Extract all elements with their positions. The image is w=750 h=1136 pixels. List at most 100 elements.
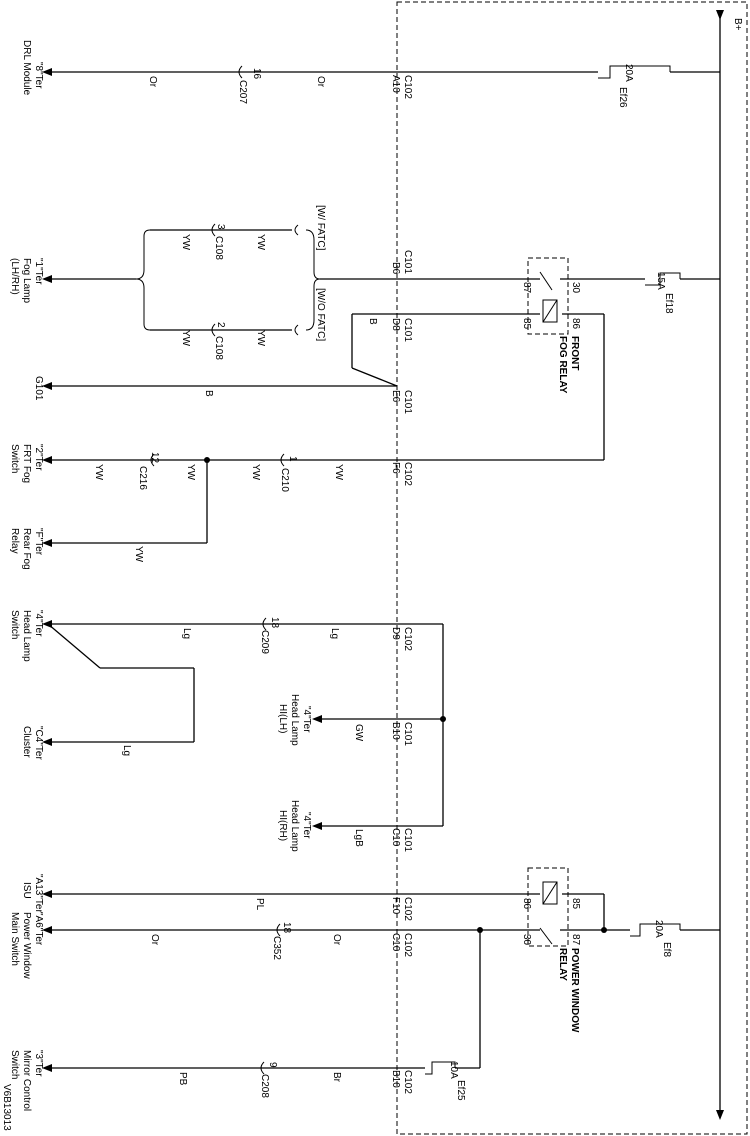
dest-mirror-ter: "3"Ter xyxy=(33,1050,44,1077)
dest-hi-lh-name: Head Lamp xyxy=(289,694,300,746)
fuse-ef26 xyxy=(598,65,671,79)
wire-yw-3: YW xyxy=(180,234,191,251)
wire-lg-2: Lg xyxy=(181,628,192,639)
conn-c208-name: C208 xyxy=(259,1074,270,1098)
wire-yw-7: YW xyxy=(185,464,196,481)
connector-c108-b xyxy=(211,323,216,337)
dest-drl-ter: "8"Ter xyxy=(33,62,44,89)
conn-c101-e6-name: C101 xyxy=(402,390,413,414)
connector-c108-a xyxy=(211,223,216,237)
dest-frt-fog-type: Switch xyxy=(9,444,20,473)
dest-pw-switch-name: Power Window xyxy=(21,912,32,979)
power-window-circuit: 20A Ef8 C102 F10 PL "A13"Ter ISU C102 C1… xyxy=(9,874,720,1111)
wire-yw-6: YW xyxy=(250,464,261,481)
dest-drl-name: DRL Module xyxy=(21,40,32,96)
dest-isu-name: ISU xyxy=(21,882,32,899)
pw-relay-title-1: POWER WINDOW xyxy=(569,948,580,1033)
pw-relay-pin-85: 85 xyxy=(570,898,581,910)
fog-relay-coil-circuit: B C101 D8 C101 E6 B G101 C102 F6 YW 1 C2… xyxy=(9,313,605,570)
fuse-ef25-name: Ef25 xyxy=(455,1080,466,1101)
wire-yw-1: YW xyxy=(255,234,266,251)
connector-c208 xyxy=(260,1061,265,1075)
conn-c216-name: C216 xyxy=(137,466,148,490)
conn-c102-d9-pin: D9 xyxy=(390,627,401,640)
dest-hi-lh-ter: "4"Ter xyxy=(301,706,312,733)
conn-c210-pin: 1 xyxy=(287,456,298,462)
dest-pw-switch-ter: "A6"Ter xyxy=(33,912,44,946)
fog-relay-pin-86: 86 xyxy=(570,318,581,330)
fog-relay-pin-87: 87 xyxy=(521,282,532,294)
dest-rear-fog-name: Rear Fog xyxy=(21,528,32,570)
conn-c101-d8-name: C101 xyxy=(402,318,413,342)
connector-c352 xyxy=(276,923,281,937)
conn-c102-f10-pin: F10 xyxy=(390,897,401,915)
wire-gw: GW xyxy=(353,724,364,742)
wire-yw-4: YW xyxy=(180,330,191,347)
wire-b-2: B xyxy=(203,390,214,397)
fuse-ef25 xyxy=(425,1061,456,1075)
wire-color-or: Or xyxy=(315,76,326,88)
conn-c108b-pin: 2 xyxy=(215,322,226,328)
conn-c101-d8-pin: D8 xyxy=(390,318,401,331)
head-lamp-circuit: C102 D9 Lg 18 C209 Lg "4"Ter Head Lamp S… xyxy=(9,610,446,852)
conn-c101-b10-pin: B10 xyxy=(390,722,401,740)
conn-c102-a10-name: C102 xyxy=(402,75,413,99)
fuse-ef18-rating: 15A xyxy=(655,272,666,290)
conn-c352-name: C352 xyxy=(271,936,282,960)
fog-relay-pin-85: 85 xyxy=(521,318,532,330)
conn-c102-d9-name: C102 xyxy=(402,627,413,651)
b-plus-bus: B+ xyxy=(716,10,743,1120)
wire-lg-3: Lg xyxy=(121,745,132,756)
wire-yw-9: YW xyxy=(133,546,144,563)
dest-frt-fog-ter: "2"Ter xyxy=(33,444,44,471)
fog-relay-pin-30: 30 xyxy=(570,282,581,294)
conn-c101-b10-name: C101 xyxy=(402,722,413,746)
conn-c101-c10-name: C101 xyxy=(402,828,413,852)
conn-c101-b6-pin: B6 xyxy=(390,262,401,275)
power-window-relay: 85 86 30 87 POWER WINDOW RELAY xyxy=(521,867,581,1033)
conn-c101-c10-pin: C10 xyxy=(390,828,401,847)
conn-c102-f6-pin: F6 xyxy=(390,462,401,474)
fuse-ef18-name: Ef18 xyxy=(663,293,674,314)
conn-c207-pin: 16 xyxy=(251,68,262,80)
conn-c208-pin: 9 xyxy=(267,1062,278,1068)
connector-c207 xyxy=(238,65,243,79)
pw-relay-pin-86: 86 xyxy=(521,898,532,910)
option-wo-fatc: [W/O FATC] xyxy=(315,288,326,341)
wire-or-pw-1: Or xyxy=(331,934,342,946)
wire-b-1: B xyxy=(367,318,378,325)
fuse-ef8 xyxy=(630,923,681,937)
conn-c102-b10-pin: B10 xyxy=(390,1070,401,1088)
dest-mirror-name: Mirror Control xyxy=(21,1050,32,1111)
dest-rear-fog-type: Relay xyxy=(9,528,20,554)
conn-c216-pin: 12 xyxy=(149,452,160,464)
pw-relay-pin-87: 87 xyxy=(570,934,581,946)
fog-lamp-circuit: 15A Ef18 C101 B6 [W/ FATC] [W/O FATC] YW… xyxy=(9,205,720,360)
dest-head-sw-name: Head Lamp xyxy=(21,610,32,662)
conn-c101-e6-pin: E6 xyxy=(390,390,401,403)
wire-or-pw-2: Or xyxy=(149,934,160,946)
dest-rear-fog-ter: "F"Ter xyxy=(33,528,44,556)
conn-c102-f10-name: C102 xyxy=(402,897,413,921)
fog-relay-title-2: FOG RELAY xyxy=(557,336,568,394)
compartment-boundary xyxy=(396,1,748,1135)
dest-head-sw-type: Switch xyxy=(9,610,20,639)
wire-lg-1: Lg xyxy=(329,628,340,639)
option-w-fatc: [W/ FATC] xyxy=(315,205,326,251)
conn-c108a-pin: 3 xyxy=(215,224,226,230)
drl-circuit: 20A Ef26 C102 A10 Or 16 C207 Or "8"Ter D… xyxy=(21,40,720,108)
wire-yw-8: YW xyxy=(93,464,104,481)
conn-c352-pin: 18 xyxy=(281,922,292,934)
wire-pb: PB xyxy=(177,1072,188,1086)
dest-fog-lamp-name: Fog Lamp xyxy=(21,258,32,303)
wire-yw-2: YW xyxy=(255,330,266,347)
dest-fog-lamp-side: (LH/RH) xyxy=(9,258,20,295)
b-plus-label: B+ xyxy=(732,18,743,31)
fog-relay-title-1: FRONT xyxy=(569,336,580,370)
conn-c102-f6-name: C102 xyxy=(402,462,413,486)
conn-c108a-name: C108 xyxy=(213,236,224,260)
conn-c209-name: C209 xyxy=(259,630,270,654)
wire-br: Br xyxy=(331,1072,342,1083)
conn-c210-name: C210 xyxy=(279,468,290,492)
connector-c216 xyxy=(150,453,155,467)
